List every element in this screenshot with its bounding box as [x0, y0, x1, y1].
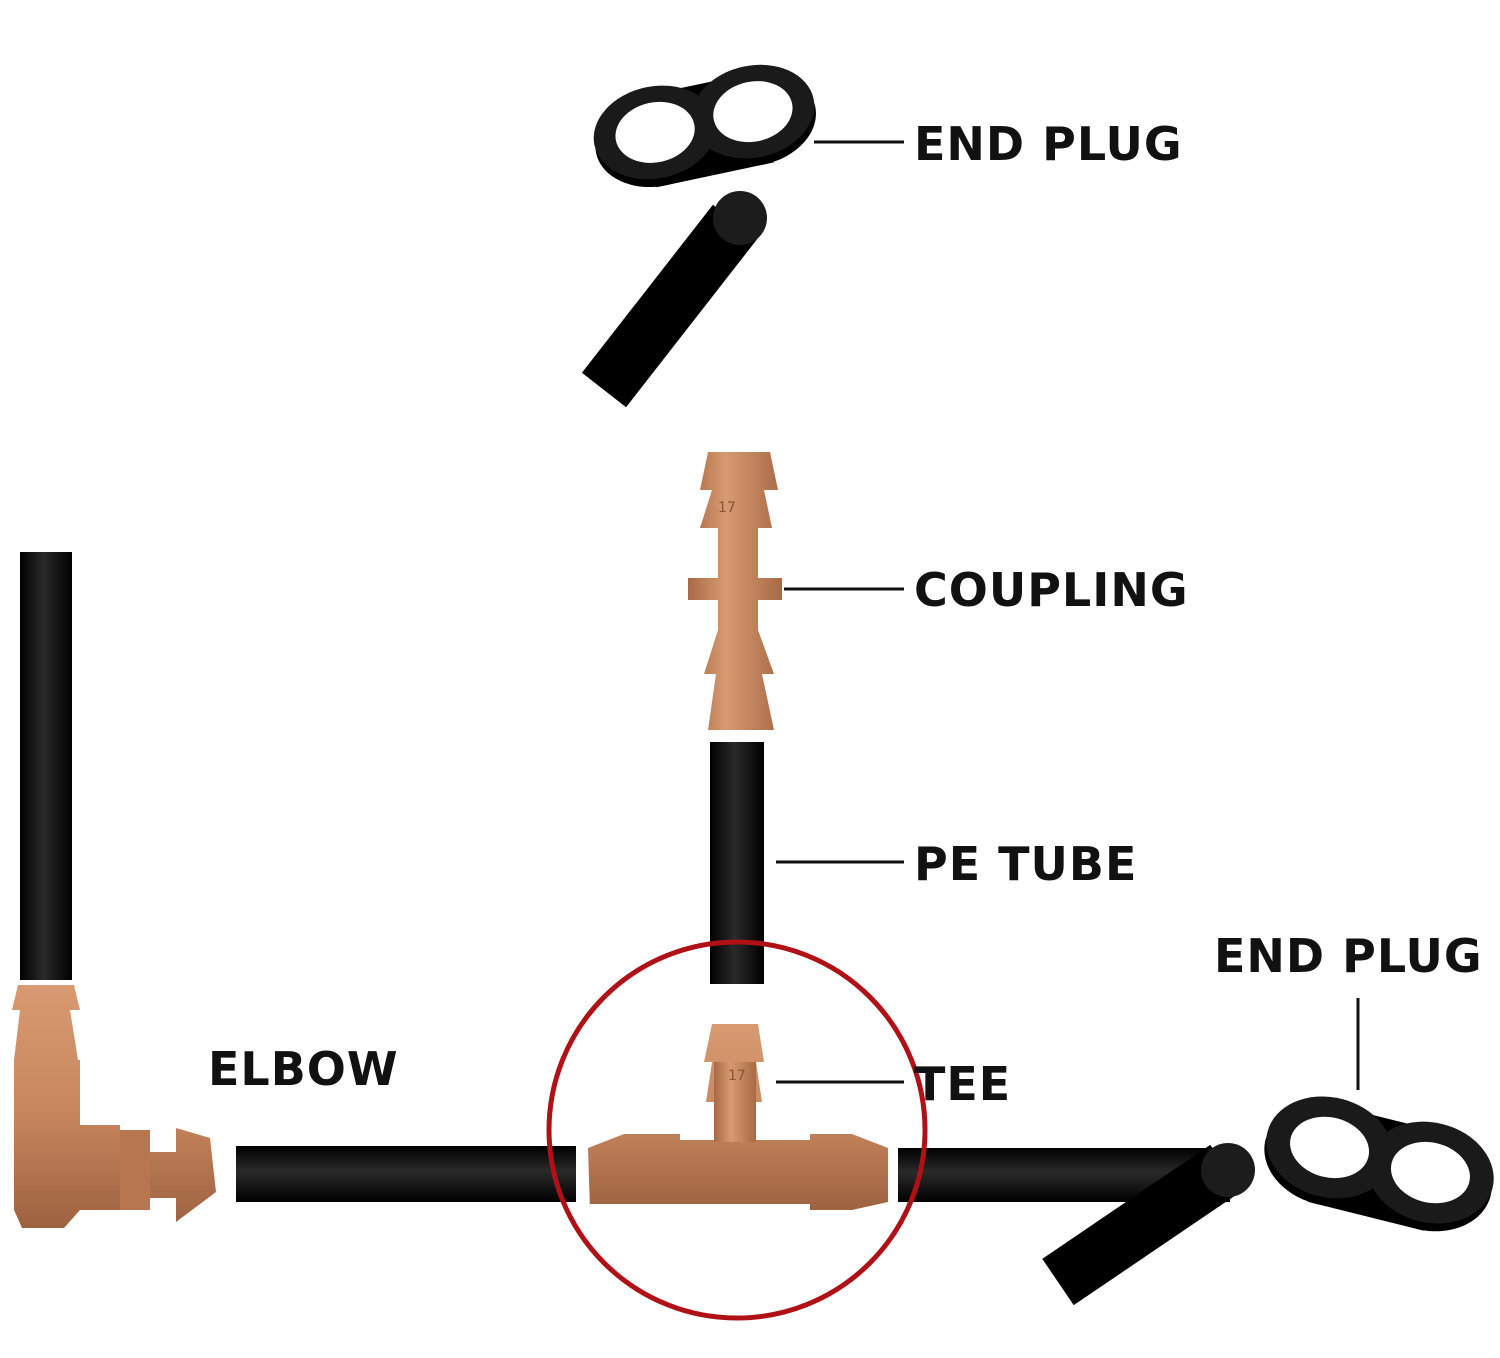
tee-fitting: 17 [588, 1024, 888, 1210]
pe-tube-left-vertical [20, 552, 72, 980]
coupling-fitting: 17 [688, 452, 782, 730]
label-coupling: COUPLING [914, 563, 1189, 617]
elbow-fitting [12, 985, 216, 1228]
coupling-size-mark: 17 [718, 500, 736, 516]
pe-tube-bottom-right [898, 1143, 1255, 1306]
pe-tube-bottom-left [236, 1146, 576, 1202]
end-plug-top [593, 64, 816, 188]
tee-size-mark: 17 [728, 1068, 746, 1084]
pe-tube-top-angled [581, 191, 767, 437]
tee-highlight-circle [546, 939, 928, 1321]
label-pe-tube: PE TUBE [914, 837, 1137, 891]
end-plug-right [1264, 1096, 1494, 1232]
label-tee: TEE [914, 1057, 1011, 1111]
label-elbow: ELBOW [208, 1042, 399, 1096]
label-end-plug-right: END PLUG [1214, 929, 1483, 983]
label-end-plug-top: END PLUG [914, 117, 1183, 171]
pe-tube-vertical [710, 742, 764, 984]
